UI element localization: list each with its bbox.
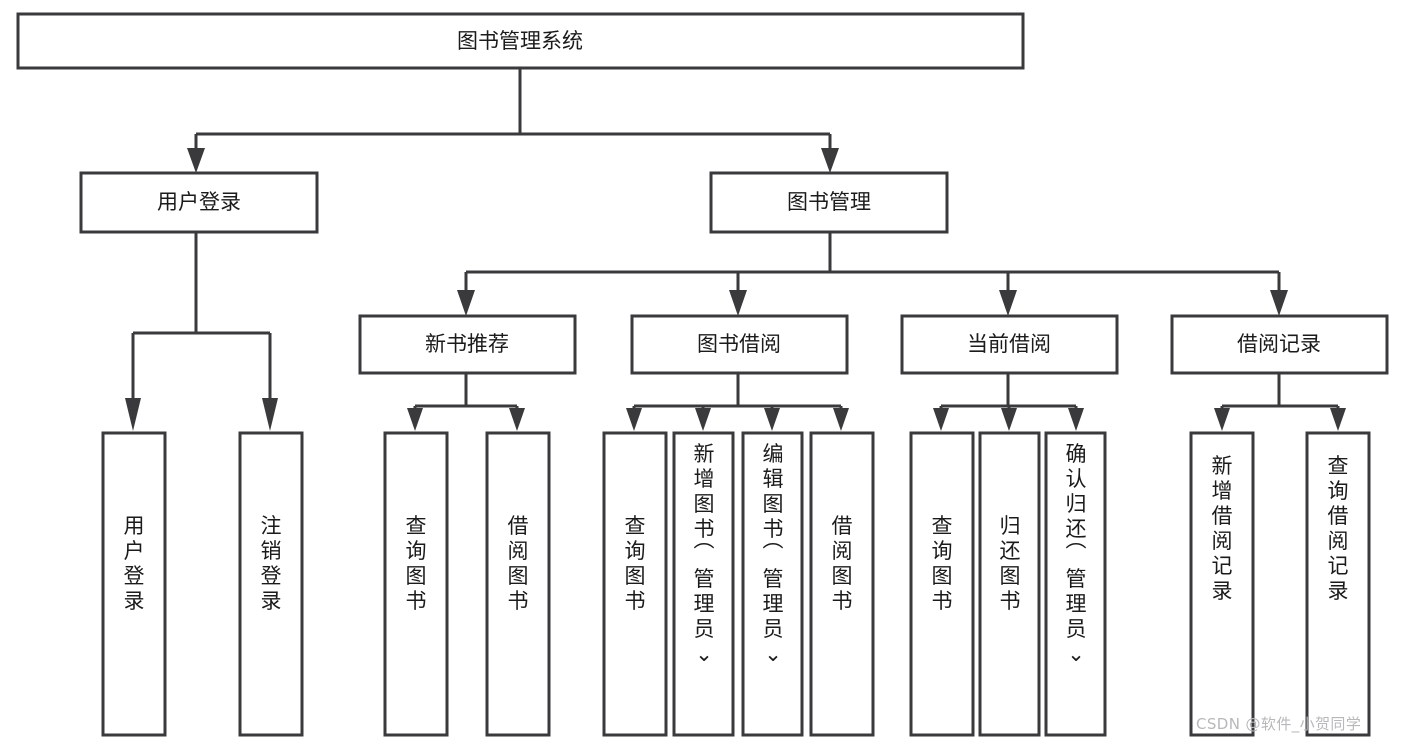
leaf-label: 借阅图书 [508,514,529,613]
arrow-root-to-user-login [187,148,205,173]
leaf-node[interactable]: 查询图书 [383,431,449,737]
arrow-borrow-book-leaf-2 [695,408,711,431]
leaf-box [909,431,975,737]
arrow-borrow-book-leaf-3 [764,408,780,431]
leaf-label: 归还图书 [1000,514,1021,613]
leaf-label: 借阅图书 [832,514,853,613]
arrow-borrow-book-leaf-4 [833,408,849,431]
leaf-node[interactable]: 归还图书 [978,431,1041,737]
leaf-box [1044,431,1107,737]
leaf-node[interactable]: 新增借阅记录 [1189,431,1255,737]
node-borrow-record-box [1170,314,1389,375]
leaf-label: 确认归还⌒管理员⌄ [1066,442,1087,666]
leaf-label: 查询图书 [625,514,646,613]
node-new-book-recommend-label: 新书推荐 [425,332,509,356]
node-book-management-box [709,171,949,234]
leaf-label: 注销登录 [261,514,282,613]
node-user-login-box [79,171,319,234]
leaf-label: 新增借阅记录 [1212,454,1233,603]
node-borrow-record-label: 借阅记录 [1237,332,1321,356]
node-book-borrow-label: 图书借阅 [697,332,781,356]
leaf-node[interactable]: 编辑图书⌒管理员⌄ [741,431,804,737]
leaf-node[interactable]: 注销登录 [238,431,304,737]
node-current-borrow-box [900,314,1119,375]
node-new-book-recommend[interactable]: 新书推荐 [358,314,577,375]
leaf-box [101,431,167,737]
arrow-root-to-book-mgmt [821,148,839,173]
csdn-watermark: CSDN @软件_小贺同学 [1196,715,1362,733]
arrow-to-new-book [457,290,475,316]
leaf-node[interactable]: 新增图书⌒管理员⌄ [672,431,735,737]
leaf-node[interactable]: 借阅图书 [809,431,875,737]
node-root-label: 图书管理系统 [457,29,583,53]
arrow-to-borrow-book [729,290,747,316]
arrow-to-borrow-record [1270,290,1288,316]
arrow-current-borrow-leaf-1 [933,408,949,431]
connector-layer [125,68,1346,431]
leaf-label: 新增图书⌒管理员⌄ [694,442,715,666]
arrow-borrow-record-leaf-2 [1330,408,1346,431]
node-book-management-label: 图书管理 [787,190,871,214]
leaf-node[interactable]: 借阅图书 [485,431,551,737]
leaf-box [741,431,804,737]
node-root-system[interactable]: 图书管理系统 [16,12,1025,70]
leaf-node[interactable]: 查询图书 [909,431,975,737]
node-user-login[interactable]: 用户登录 [79,171,319,234]
arrow-user-login-leaf-1 [125,398,141,431]
leaf-node[interactable]: 确认归还⌒管理员⌄ [1044,431,1107,737]
leaf-box [485,431,551,737]
arrow-new-book-leaf-2 [509,408,525,431]
leaf-label: 查询借阅记录 [1328,454,1349,603]
node-new-book-recommend-box [358,314,577,375]
node-user-login-label: 用户登录 [157,190,241,214]
leaf-node[interactable]: 用户登录 [101,431,167,737]
leaf-label: 查询图书 [406,514,427,613]
arrow-new-book-leaf-1 [407,408,423,431]
leaf-label: 编辑图书⌒管理员⌄ [763,442,784,666]
leaf-box [672,431,735,737]
arrow-current-borrow-leaf-2 [1001,408,1017,431]
node-current-borrow-label: 当前借阅 [967,332,1051,356]
arrow-borrow-book-leaf-1 [626,408,642,431]
node-root-box [16,12,1025,70]
arrow-user-login-leaf-2 [262,398,278,431]
leaf-node[interactable]: 查询图书 [602,431,668,737]
leaf-box [1189,431,1255,737]
leaf-box [1305,431,1371,737]
arrow-to-current-borrow [999,290,1017,316]
node-book-borrow-box [630,314,849,375]
node-book-management[interactable]: 图书管理 [709,171,949,234]
node-book-borrow[interactable]: 图书借阅 [630,314,849,375]
leaf-box [383,431,449,737]
leaf-box [809,431,875,737]
leaf-label: 查询图书 [932,514,953,613]
node-current-borrow[interactable]: 当前借阅 [900,314,1119,375]
leaf-label: 用户登录 [124,514,145,613]
arrow-borrow-record-leaf-1 [1214,408,1230,431]
node-borrow-record[interactable]: 借阅记录 [1170,314,1389,375]
leaf-box [238,431,304,737]
leaf-box [602,431,668,737]
leaf-box [978,431,1041,737]
leaf-node[interactable]: 查询借阅记录 [1305,431,1371,737]
arrow-current-borrow-leaf-3 [1068,408,1084,431]
